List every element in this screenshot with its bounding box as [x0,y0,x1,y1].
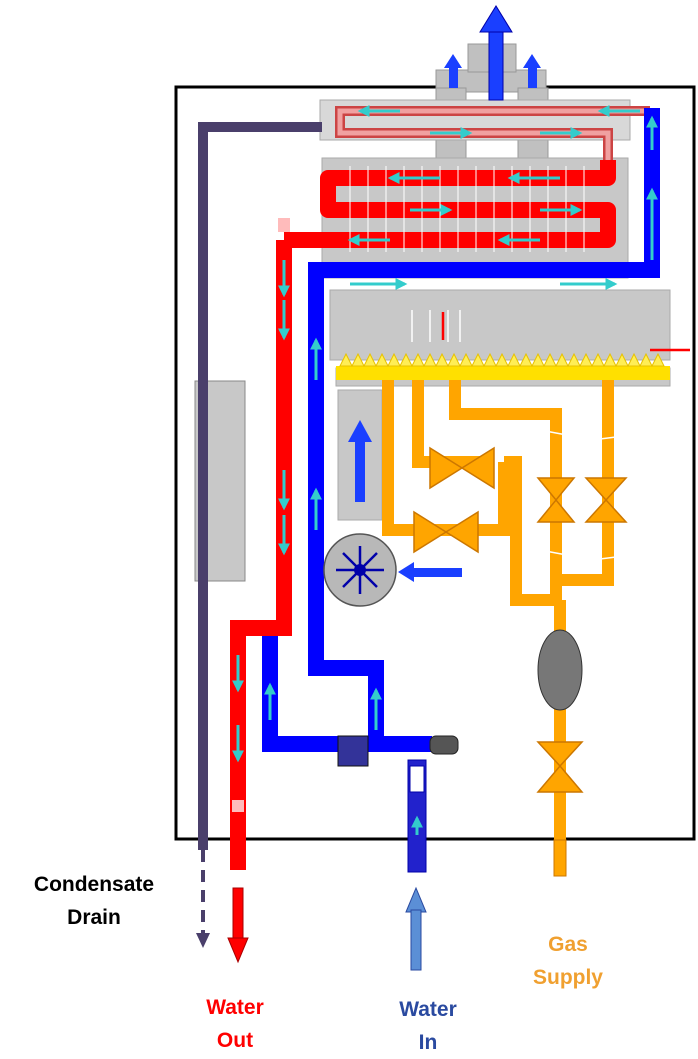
water-in-label-line1: Water [399,998,457,1021]
water-out-label-line2: Out [216,1029,254,1052]
burner-chamber [329,289,671,361]
flame-icon [336,352,670,380]
water-out-label: Water Out [180,991,290,1057]
condensate-drain-label-line2: Drain [67,906,121,929]
water-in-arrow-icon [405,886,427,971]
coil-fins [349,166,585,252]
fan-updraft-arrow-icon [348,420,372,502]
gas-supply-label-line2: Supply [532,966,603,989]
water-in-pipe [407,759,427,873]
primary-heat-exchanger-coil [284,160,616,248]
flow-sensor [337,735,369,767]
water-in-label: Water In [378,993,478,1059]
gas-supply-label-line1: Gas [548,933,588,956]
condensate-drain-label: Condensate Drain [14,868,174,934]
gas-supply-label: Gas Supply [510,928,626,994]
gas-supply-stub [553,839,567,877]
valve-icon [413,446,628,793]
gas-regulator [537,629,583,711]
inlet-valve-cap [429,735,459,755]
intake-arrow-icon [444,54,541,88]
water-out-label-line1: Water [206,996,264,1019]
fan-icon [323,533,397,607]
flow-arrow-icon [232,105,658,835]
condensate-drain-label-line1: Condensate [33,873,155,896]
air-intake-arrow-icon [398,562,462,582]
condensate-drain-line [196,122,322,948]
water-out-arrow-icon [227,887,249,964]
water-in-label-line2: In [418,1031,438,1054]
flue-gas-coil [335,106,650,160]
exhaust-arrow-icon [479,5,513,101]
